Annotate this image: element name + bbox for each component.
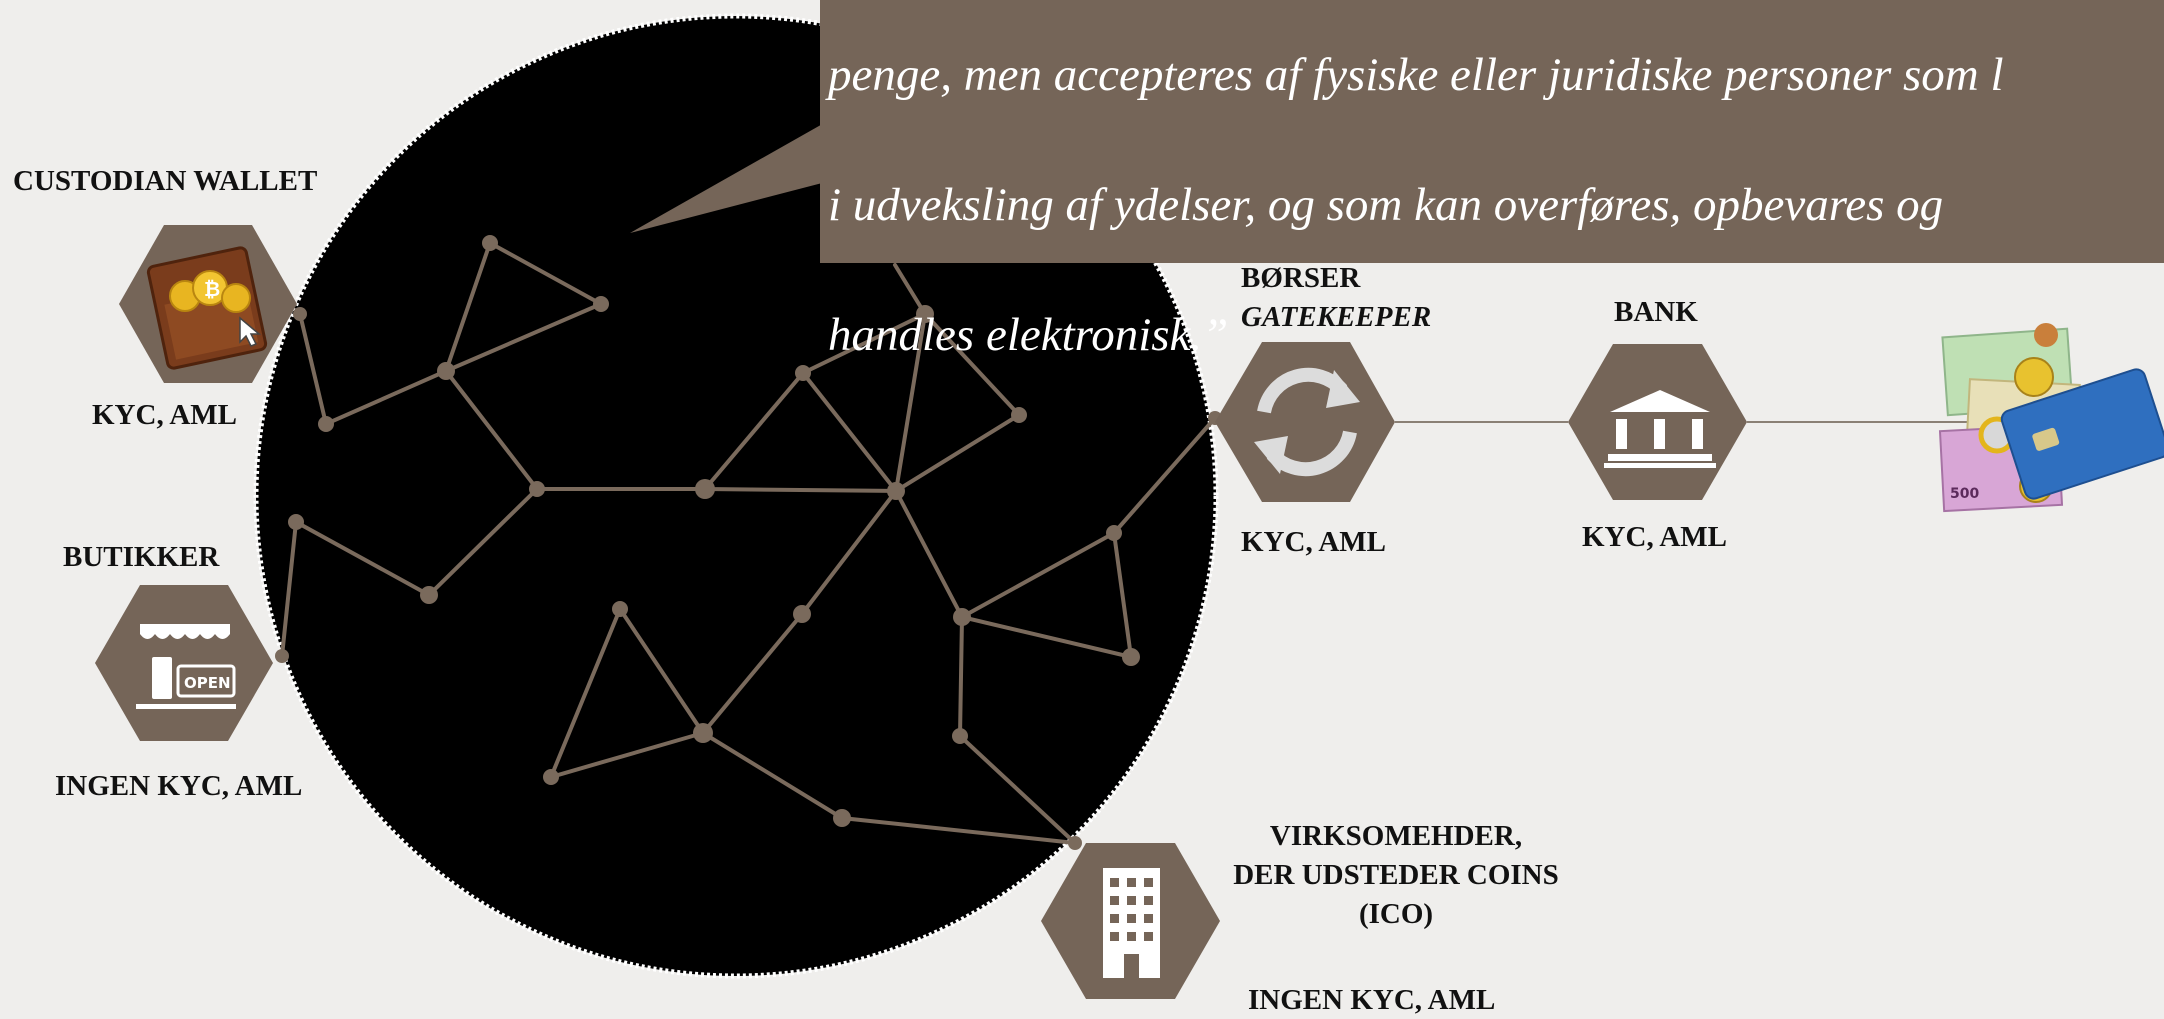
svg-text:OPEN: OPEN xyxy=(184,674,231,692)
office-building-icon xyxy=(1103,868,1160,978)
borser-compliance: KYC, AML xyxy=(1241,523,1386,561)
bank-title: BANK xyxy=(1614,293,1698,331)
custodian-wallet-compliance: KYC, AML xyxy=(92,396,237,434)
quote-line: i udveksling af ydelser, og som kan over… xyxy=(828,173,2164,238)
ico-title-line-2: DER UDSTEDER COINS xyxy=(1196,856,1596,894)
butikker-compliance: INGEN KYC, AML xyxy=(55,767,302,805)
ico-title-line-1: VIRKSOMEHDER, xyxy=(1196,817,1596,855)
quote-line: penge, men accepteres af fysiske eller j… xyxy=(828,43,2164,108)
ico-title-line-3: (ICO) xyxy=(1196,895,1596,933)
butikker-node[interactable]: OPEN xyxy=(95,585,273,741)
svg-text:₿: ₿ xyxy=(204,277,220,301)
hexagon xyxy=(95,585,273,741)
quote-line: handles elektronisk.” xyxy=(828,303,2164,368)
custodian-wallet-title: CUSTODIAN WALLET xyxy=(13,162,317,200)
ico-compliance: INGEN KYC, AML xyxy=(1248,981,1495,1019)
butikker-title: BUTIKKER xyxy=(63,538,219,576)
bank-compliance: KYC, AML xyxy=(1582,518,1727,556)
ico-node[interactable] xyxy=(1041,843,1220,999)
borser-gatekeeper: GATEKEEPER xyxy=(1241,298,1431,336)
treasure-wallet-icon: ₿ xyxy=(147,247,266,370)
svg-text:500: 500 xyxy=(1950,486,1979,502)
borser-title: BØRSER xyxy=(1241,259,1360,297)
definition-quote-text: penge, men accepteres af fysiske eller j… xyxy=(828,0,2164,433)
custodian-wallet-node[interactable]: ₿ xyxy=(119,225,297,383)
